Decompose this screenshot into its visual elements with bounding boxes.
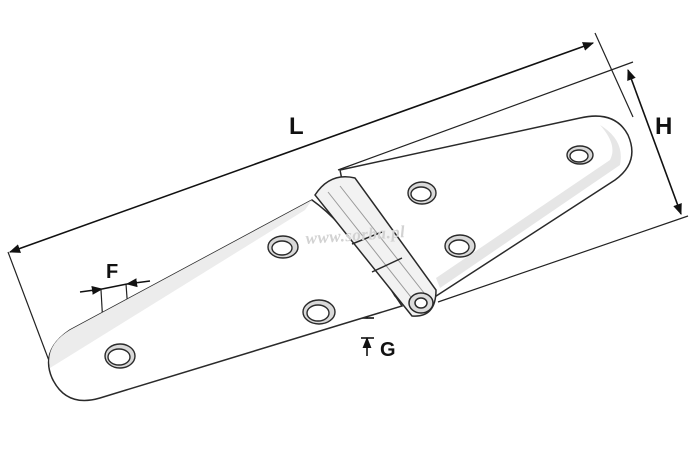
screw-hole: [302, 299, 336, 325]
leaf-left-bevel: [49, 200, 313, 368]
knuckle-segment-line: [371, 257, 403, 273]
extension-line-bottom: [437, 215, 689, 303]
leaf-right-bevel: [436, 125, 621, 288]
dimension-arrow-hole-right: [125, 278, 151, 288]
screw-hole: [104, 343, 136, 369]
screw-hole: [267, 235, 299, 259]
hole-diameter-label: F: [106, 261, 119, 283]
gap-label: G: [380, 339, 396, 361]
knuckle-barrel: [314, 176, 437, 317]
dimension-arrow-length: [8, 42, 595, 253]
screw-hole: [566, 145, 594, 165]
knuckle-highlights: [327, 185, 429, 307]
dimension-arrow-hole-left: [79, 285, 104, 295]
length-label: L: [289, 113, 304, 140]
extension-line-right: [594, 32, 634, 118]
hinge-knuckle: [314, 176, 437, 317]
height-label: H: [655, 113, 673, 140]
dimension-line-hole: [101, 283, 128, 290]
screw-holes: [104, 145, 594, 369]
dimension-arrow-height: [627, 68, 682, 216]
screw-hole: [407, 181, 437, 205]
knuckle-segment-line: [351, 231, 383, 245]
knuckle-pin: [414, 297, 428, 309]
screw-hole: [444, 234, 476, 258]
